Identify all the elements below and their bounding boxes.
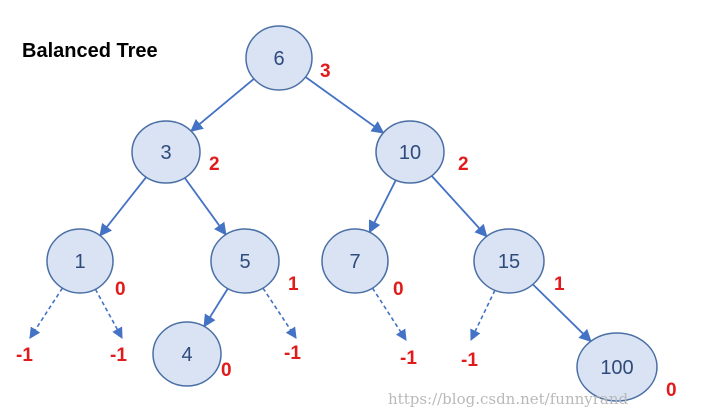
watermark: https://blog.csdn.net/funnyrand <box>388 390 629 408</box>
balance-factor: 3 <box>320 61 331 82</box>
null-child-label: -1 <box>110 345 127 366</box>
node-value: 15 <box>498 251 520 273</box>
null-edge-n5-right <box>262 287 297 339</box>
balance-factor: 2 <box>209 154 220 175</box>
node-value: 4 <box>181 344 192 366</box>
edge-n5-n4 <box>203 288 229 328</box>
tree-node-1: 10 <box>46 228 126 300</box>
edge-n10-n15 <box>431 175 488 238</box>
node-value: 7 <box>349 251 360 273</box>
node-circle <box>152 321 222 387</box>
balance-factor: 1 <box>288 274 299 295</box>
null-child-label: -1 <box>284 343 301 364</box>
edge-n3-n1 <box>99 176 147 237</box>
tree-node-10: 10 2 <box>375 120 469 184</box>
node-circle <box>375 120 445 184</box>
node-circle <box>321 228 389 294</box>
node-circle <box>576 332 658 402</box>
node-value: 100 <box>600 357 633 379</box>
balance-factor: 0 <box>221 360 232 381</box>
null-edge-n15-left <box>470 289 496 342</box>
null-edge-n1-right <box>94 288 123 339</box>
null-child-label: -1 <box>400 348 417 369</box>
tree-node-15: 15 1 <box>473 228 565 295</box>
tree-node-4: 40 <box>152 321 232 387</box>
node-circle <box>473 228 545 294</box>
edge-n15-n100 <box>532 283 592 343</box>
tree-node-5: 51 <box>210 228 299 295</box>
node-value: 6 <box>273 48 284 70</box>
edge-n6-n3 <box>190 78 255 132</box>
null-child-label: -1 <box>16 345 33 366</box>
tree-node-3: 32 <box>131 120 220 184</box>
tree-node-6: 63 <box>245 25 331 91</box>
node-circle <box>46 228 114 294</box>
tree-node-100: 100 0 <box>576 332 677 402</box>
tree-node-7: 70 <box>321 228 404 300</box>
edge-n10-n7 <box>368 179 397 234</box>
diagram-title: Balanced Tree <box>22 40 158 62</box>
balance-factor: 0 <box>666 380 677 401</box>
balance-factor: 0 <box>115 279 126 300</box>
balance-factor: 2 <box>458 154 469 175</box>
null-child-label: -1 <box>461 350 478 371</box>
null-children-layer: -1 -1 -1 -1 -1 <box>16 287 496 371</box>
node-value: 3 <box>160 142 171 164</box>
balance-factor: 1 <box>554 274 565 295</box>
node-value: 1 <box>74 251 85 273</box>
edge-n6-n10 <box>305 76 385 134</box>
null-edge-n7-right <box>371 287 407 341</box>
node-circle <box>245 25 313 91</box>
node-circle <box>210 228 280 294</box>
node-value: 5 <box>239 251 250 273</box>
edge-n3-n5 <box>184 177 227 236</box>
node-circle <box>131 120 201 184</box>
null-edge-n1-left <box>29 287 64 339</box>
balance-factor: 0 <box>393 279 404 300</box>
node-value: 10 <box>399 142 421 164</box>
edges-layer <box>99 76 592 343</box>
